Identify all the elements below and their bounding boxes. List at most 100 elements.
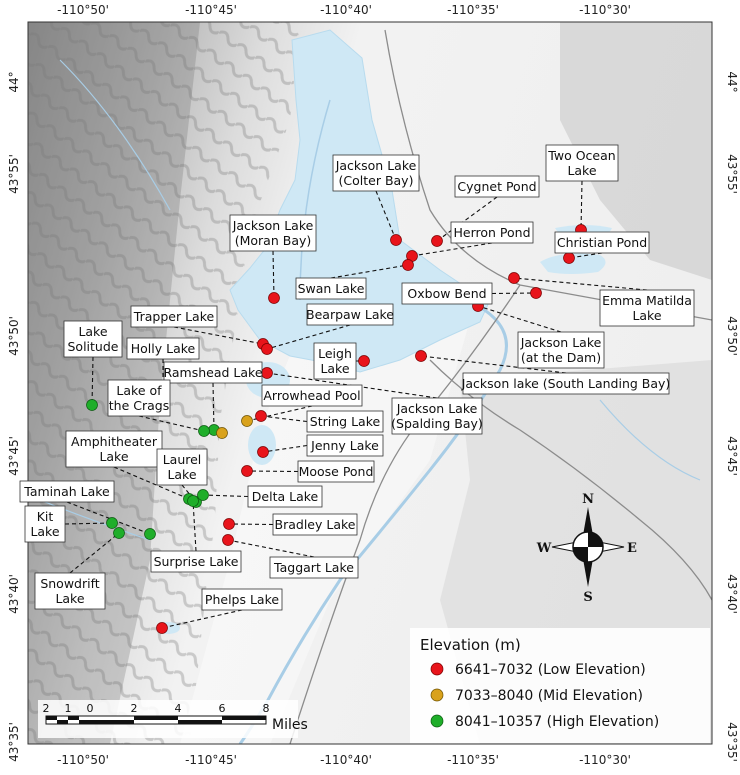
label-text: (Spalding Bay) <box>391 416 483 431</box>
label-text: Herron Pond <box>453 225 530 240</box>
label-text: (Moran Bay) <box>235 233 312 248</box>
label-christian: Christian Pond <box>554 231 650 254</box>
label-trapper: Trapper Lake <box>130 305 218 328</box>
lake-point-solitude[interactable] <box>86 399 98 411</box>
label-text: Phelps Lake <box>205 592 279 607</box>
scale-unit: Miles <box>272 717 308 733</box>
label-text: Swan Lake <box>298 281 365 296</box>
bottom-tick-label: -110°40' <box>320 753 372 767</box>
lake-point-delta[interactable] <box>197 489 209 501</box>
lake-point-emma[interactable] <box>508 272 520 284</box>
label-text: Solitude <box>68 339 119 354</box>
label-text: Jackson lake (South Landing Bay) <box>461 376 671 391</box>
leader-line <box>91 356 94 406</box>
label-phelps: Phelps Lake <box>201 588 283 611</box>
lake-point-swan[interactable] <box>402 259 414 271</box>
legend-mid-dot <box>430 688 444 702</box>
label-text: Kit <box>37 509 54 524</box>
map-frame <box>27 21 713 745</box>
label-text: Lake <box>167 467 196 482</box>
lake-point-taminah[interactable] <box>144 528 156 540</box>
scale-label-0: 2 <box>43 702 50 715</box>
leader-line <box>420 355 567 374</box>
scale-label-2: 0 <box>87 702 94 715</box>
label-text: Snowdrift <box>40 576 99 591</box>
emma-matilda-water <box>540 253 606 274</box>
lake-point-taggart[interactable] <box>222 534 234 546</box>
lake-point-crags[interactable] <box>198 425 210 437</box>
label-text: Two Ocean <box>547 148 615 163</box>
right-tick-label: 43°50' <box>725 316 739 356</box>
label-oxbow: Oxbow Bend <box>401 282 493 305</box>
label-text: Jackson Lake <box>520 335 602 350</box>
label-text: Leigh <box>318 346 352 361</box>
top-tick-label: -110°30' <box>579 3 631 17</box>
label-text: Jackson Lake <box>335 158 417 173</box>
lake-point-phelps[interactable] <box>156 622 168 634</box>
right-tick-label: 43°35' <box>725 722 739 762</box>
leader-line <box>491 292 537 295</box>
label-text: (Colter Bay) <box>339 173 414 188</box>
top-tick-label: -110°40' <box>320 3 372 17</box>
right-tick-label: 44° <box>725 71 739 92</box>
label-text: Christian Pond <box>557 235 647 250</box>
leader-line <box>568 252 603 259</box>
legend-low-label: 6641–7032 (Low Elevation) <box>455 662 646 678</box>
road <box>289 284 521 744</box>
leader-line <box>513 277 648 291</box>
label-text: Lake <box>567 163 596 178</box>
legend-title: Elevation (m) <box>420 636 521 654</box>
lake-point-jackson-colter[interactable] <box>390 234 402 246</box>
lake-point-bearpaw[interactable] <box>261 343 273 355</box>
leader-line <box>181 484 197 503</box>
label-text: Bearpaw Lake <box>306 307 394 322</box>
top-tick-label: -110°45' <box>185 3 237 17</box>
label-text: Lake <box>78 324 107 339</box>
legend-high-dot <box>430 714 444 728</box>
lake-point-moose[interactable] <box>241 465 253 477</box>
lake-point-christian[interactable] <box>563 252 575 264</box>
legend-high-label: 8041–10357 (High Elevation) <box>455 714 659 730</box>
leader-line <box>212 382 215 431</box>
lake-point-surprise[interactable] <box>187 495 199 507</box>
lake-point-moran[interactable] <box>268 292 280 304</box>
lake-point-mid2[interactable] <box>216 427 228 439</box>
label-delta: Delta Lake <box>247 485 323 508</box>
lake-point-string[interactable] <box>255 410 267 422</box>
legend-mid-label: 7033–8040 (Mid Elevation) <box>455 688 643 704</box>
leader-line <box>173 326 264 345</box>
lake-points <box>86 224 587 634</box>
lake-point-kit[interactable] <box>106 517 118 529</box>
label-text: Jenny Lake <box>310 438 379 453</box>
lake-point-cygnet[interactable] <box>431 235 443 247</box>
bottom-tick-label: -110°35' <box>447 753 499 767</box>
lake-point-jenny[interactable] <box>257 446 269 458</box>
scale-label-5: 6 <box>219 702 226 715</box>
lake-point-snowdrift[interactable] <box>113 527 125 539</box>
label-dam: Jackson Lake(at the Dam) <box>517 331 605 369</box>
label-moose: Moose Pond <box>297 460 375 483</box>
lake-point-oxbow[interactable] <box>530 287 542 299</box>
leader-line <box>477 305 562 333</box>
lake-point-south-landing[interactable] <box>415 350 427 362</box>
lake-point-arrowhead[interactable] <box>241 415 253 427</box>
label-string: String Lake <box>306 410 384 433</box>
lake-point-spalding[interactable] <box>261 367 273 379</box>
label-herron: Herron Pond <box>450 221 534 244</box>
label-bradley: Bradley Lake <box>272 513 358 536</box>
label-text: Jackson Lake <box>396 401 478 416</box>
lake-point-leigh[interactable] <box>358 355 370 367</box>
lake-point-bradley[interactable] <box>223 518 235 530</box>
leader-line <box>246 470 299 473</box>
scale-bar: 2 1 0 2 4 6 8 Miles <box>38 700 308 738</box>
leader-line <box>266 324 351 350</box>
leader-line <box>375 190 397 241</box>
label-text: Ramshead Lake <box>163 365 262 380</box>
leader-line <box>66 501 151 535</box>
leader-line <box>192 500 197 552</box>
